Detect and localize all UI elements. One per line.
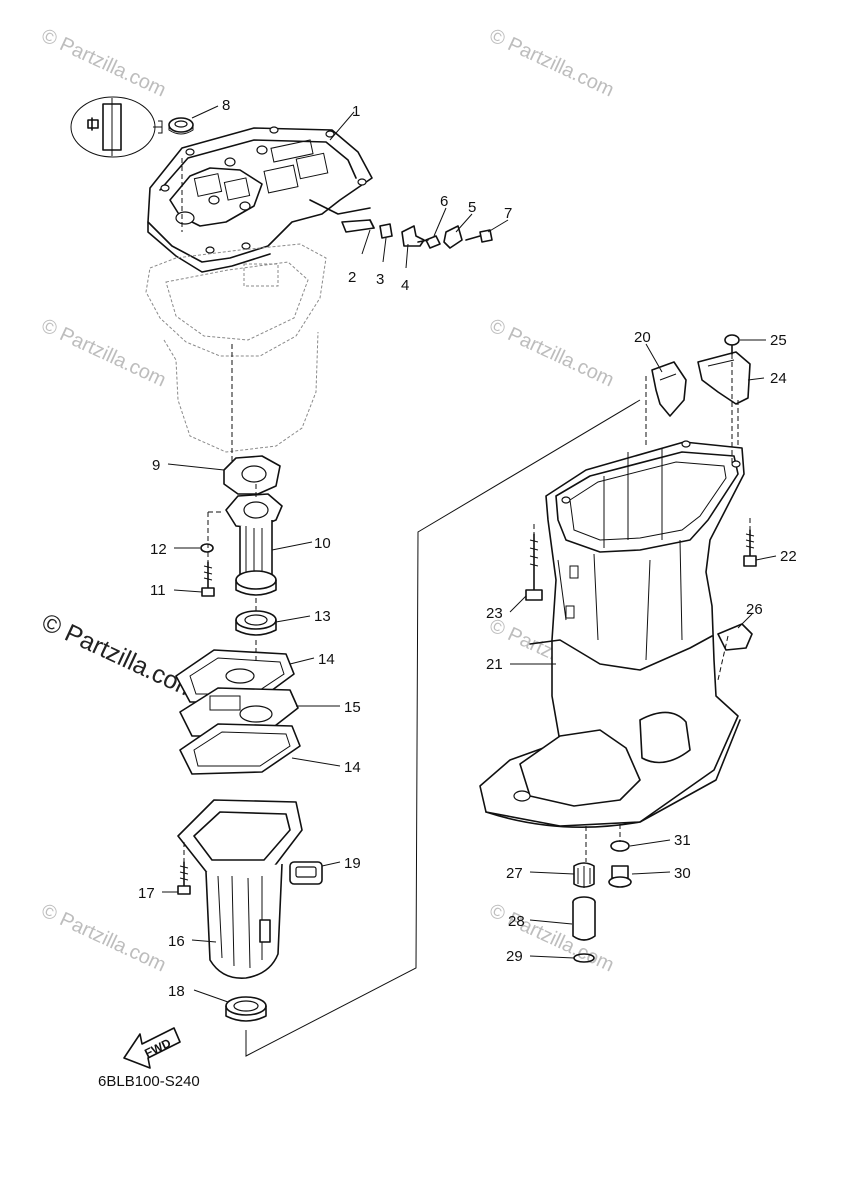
part-13-seal [235,610,277,636]
part-4-bracket [401,225,425,247]
callout-22: 22 [780,548,797,565]
callout-7: 7 [504,205,512,222]
callout-19: 19 [344,855,361,872]
part-8-seal [168,117,194,135]
callout-8: 8 [222,97,230,114]
callout-13: 13 [314,608,331,625]
callout-6: 6 [440,193,448,210]
callout-24: 24 [770,370,787,387]
callout-18: 18 [168,983,185,1000]
callout-10: 10 [314,535,331,552]
callout-30: 30 [674,865,691,882]
watermark: © Partzilla.com [38,900,169,977]
callout-20: 20 [634,329,651,346]
callout-15: 15 [344,699,361,716]
callout-14-lower: 14 [344,759,361,776]
ghost-engine-outline [145,243,327,453]
part-11-bolt [201,561,215,597]
callout-11: 11 [150,582,166,599]
assembly-lines [181,158,751,1057]
part-10-exhaust-pipe [225,493,283,596]
part-17-bolt [177,861,191,895]
part-27-nut [573,862,595,888]
part-2-link [341,219,375,233]
watermark: © Partzilla.com [38,315,169,392]
part-12-washer [200,543,214,553]
part-6-bolt [417,235,441,249]
callout-9: 9 [152,457,160,474]
leader-lines [162,105,777,1003]
callout-14-upper: 14 [318,651,335,668]
part-23-bolt [525,533,543,601]
part-7-bolt [465,229,493,243]
part-15-plate [179,687,299,737]
part-22-bolt [743,529,757,567]
callout-5: 5 [468,199,476,216]
watermark: © Partzilla.com [486,315,617,392]
watermark-large: © Partzilla.com [37,608,202,705]
callout-21: 21 [486,656,503,673]
part-26-grommet [717,623,753,651]
callout-3: 3 [376,271,384,288]
callout-4: 4 [401,277,409,294]
callout-29: 29 [506,948,523,965]
part-19-rubber-seal [289,861,323,885]
callout-23: 23 [486,605,503,622]
callout-labels: 1 2 3 4 5 6 7 8 9 10 11 12 13 14 15 14 1… [138,97,797,1000]
part-21-upper-case [479,440,745,828]
callout-2: 2 [348,269,356,286]
part-18-ring [225,996,267,1022]
callout-1: 1 [352,103,360,120]
part-28-bushing [572,896,596,941]
callout-17: 17 [138,885,155,902]
callout-25: 25 [770,332,787,349]
drawing-code: 6BLB100-S240 [98,1073,200,1090]
callout-26: 26 [746,601,763,618]
forward-arrow-icon: FWD [123,1027,181,1069]
callout-27: 27 [506,865,523,882]
part-9-gasket [223,455,281,495]
callout-28: 28 [508,913,525,930]
part-14-lower-gasket [179,723,301,775]
callout-12: 12 [150,541,167,558]
part-16-upper-casing [177,799,303,979]
part-1-mount-plate [147,126,373,273]
part-24-plate [697,351,751,405]
part-31-washer [610,840,630,852]
callout-31: 31 [674,832,691,849]
part-25-screw [724,334,740,355]
callout-16: 16 [168,933,185,950]
part-20-cover [651,361,687,417]
part-3-bushing [379,223,393,239]
part-30-plug [608,865,632,888]
watermark: © Partzilla.com [38,25,169,102]
part-8-detail-bubble [70,96,163,158]
part-5-clip [443,225,463,249]
watermark: © Partzilla.com [486,25,617,102]
